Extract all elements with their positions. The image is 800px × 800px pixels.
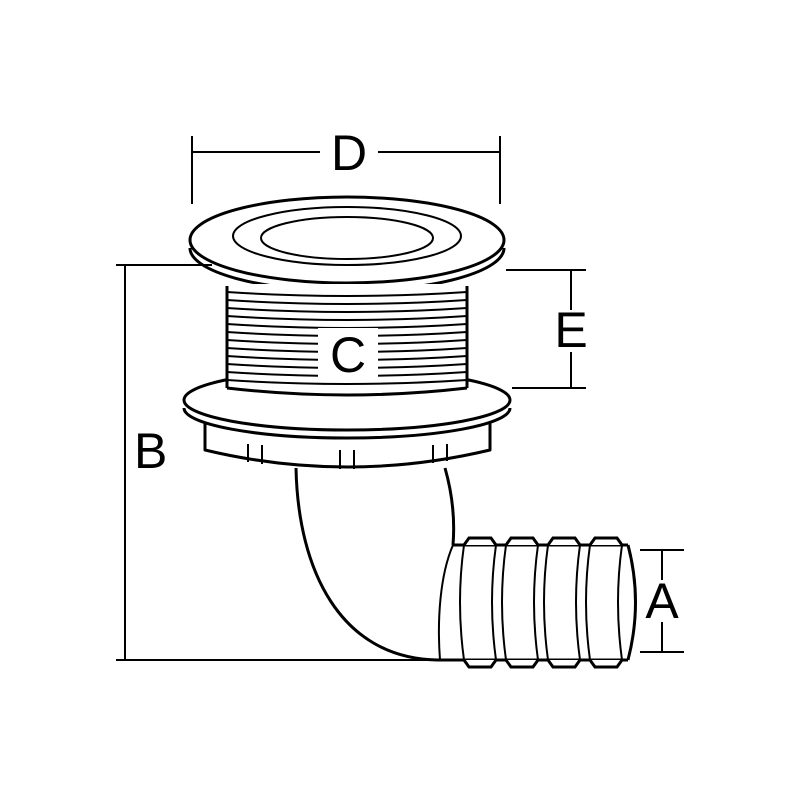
rib-bottom-bump — [546, 659, 582, 669]
rib-bottom-bump — [588, 659, 624, 669]
rib-edge — [585, 544, 591, 661]
flange-opening-outer — [232, 206, 462, 266]
barb-end-cap — [626, 544, 637, 661]
elbow-outer-curve — [294, 467, 438, 662]
top-flange — [188, 195, 506, 293]
dimension-b: B — [116, 264, 437, 661]
dimension-d: D — [191, 125, 501, 204]
rib-edge — [491, 544, 497, 661]
lock-flange-thickness-arc — [182, 407, 512, 440]
dimension-label-b: B — [134, 423, 167, 479]
dimension-label-c: C — [330, 327, 366, 383]
rib-top-bump — [546, 536, 582, 546]
rib-edge — [501, 544, 507, 661]
band-fill — [205, 420, 490, 467]
dimension-label-a: A — [645, 573, 679, 629]
rib-top-bump — [588, 536, 624, 546]
rib-top-bump — [504, 536, 540, 546]
rib-edge — [533, 544, 539, 661]
elbow-barb-seam — [437, 544, 454, 661]
thread-line — [226, 315, 468, 321]
rib-bottom-bump — [462, 659, 498, 669]
elbow-and-barb — [294, 467, 637, 669]
top-flange-rim — [188, 195, 506, 285]
rib-edge — [459, 544, 465, 661]
threaded-body: C — [225, 284, 469, 397]
rib-edge — [617, 544, 623, 661]
thread-lines — [226, 291, 468, 385]
rib-edge — [575, 544, 581, 661]
barb-ribs — [459, 536, 624, 669]
dimension-e: E — [506, 269, 588, 389]
dimension-label-e: E — [554, 302, 587, 358]
thread-line — [226, 379, 468, 385]
rib-top-bump — [462, 536, 498, 546]
dimension-label-d: D — [331, 125, 367, 181]
thread-line — [226, 291, 468, 297]
rib-edge — [543, 544, 549, 661]
thread-flange-junction — [226, 386, 468, 397]
elbow-inner-curve — [443, 467, 456, 546]
thread-line — [226, 299, 468, 305]
dimension-a: A — [640, 549, 684, 653]
thread-line — [226, 307, 468, 313]
rib-bottom-bump — [504, 659, 540, 669]
band-tabs — [247, 444, 448, 469]
label-c-backplate — [318, 328, 378, 380]
band-outline — [203, 422, 492, 469]
spline-band — [203, 420, 492, 469]
flange-opening-inner — [260, 216, 434, 260]
